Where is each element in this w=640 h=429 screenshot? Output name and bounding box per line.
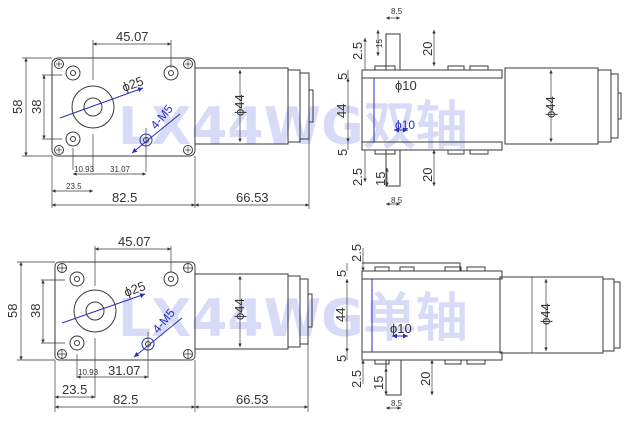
svg-text:15: 15 [371,376,386,390]
output-hub-icon [73,289,117,333]
svg-text:45.07: 45.07 [116,29,149,44]
svg-text:ϕ44: ϕ44 [232,94,247,116]
svg-text:5: 5 [334,270,349,277]
svg-text:8.5: 8.5 [391,196,403,205]
svg-text:44: 44 [333,308,348,322]
svg-text:23.5: 23.5 [62,382,87,397]
svg-text:31.07: 31.07 [110,165,131,174]
svg-text:5: 5 [335,149,350,156]
svg-text:44: 44 [334,104,349,118]
corner-screw-icon [57,263,193,359]
svg-text:38: 38 [29,100,44,114]
svg-text:31.07: 31.07 [108,363,141,378]
svg-text:ϕ44: ϕ44 [543,96,558,118]
svg-text:10.93: 10.93 [78,368,99,377]
svg-text:ϕ44: ϕ44 [232,298,247,320]
gearbox-front-view [51,40,196,172]
svg-text:2.5: 2.5 [349,244,364,262]
svg-text:20: 20 [418,372,433,386]
mounting-hole-icon [69,271,179,351]
svg-text:82.5: 82.5 [112,190,137,205]
svg-text:15: 15 [373,172,388,186]
front-view-dimensions: 45.07 58 38 ϕ25 4-M5 10.93 31.07 23.5 82… [5,234,196,412]
front-view-dimensions: 45.07 58 38 ϕ25 4-M5 10.93 31.07 23.5 82… [10,29,196,208]
svg-text:66.53: 66.53 [236,190,269,205]
output-hub-icon [71,85,115,129]
motor-body-view: ϕ44 66.53 [194,67,314,209]
output-shaft-icon [385,359,402,396]
watermark-text: LX44WG单轴 [118,289,468,349]
svg-text:8.5: 8.5 [391,399,403,408]
svg-text:20: 20 [420,168,435,182]
side-view-dimensions: 8.5 15 20 2.5 5 44 5 2.5 ϕ10 ϕ10 15 20 8… [334,7,436,206]
svg-text:66.53: 66.53 [236,392,269,407]
top-shaft-icon [385,33,401,71]
single-shaft-drawing: LX44WG单轴 45.07 [5,234,621,412]
svg-text:10.93: 10.93 [74,165,95,174]
svg-text:ϕ10: ϕ10 [390,321,412,336]
dual-shaft-drawing: LX44WG双轴 [10,7,622,209]
svg-text:ϕ10: ϕ10 [395,78,417,93]
svg-text:15: 15 [375,39,384,48]
svg-text:ϕ25: ϕ25 [120,73,146,95]
dual-shaft-side-view: ϕ44 [361,33,622,187]
svg-text:45.07: 45.07 [118,234,151,249]
svg-text:82.5: 82.5 [113,392,138,407]
watermark-text: LX44WG双轴 [118,97,468,157]
svg-text:2.5: 2.5 [349,370,364,388]
motor-body-view: ϕ44 66.53 [194,273,313,412]
svg-text:58: 58 [10,100,25,114]
svg-text:ϕ44: ϕ44 [538,303,553,325]
svg-text:23.5: 23.5 [66,182,82,191]
svg-text:20: 20 [420,42,435,56]
svg-text:ϕ25: ϕ25 [122,278,148,300]
svg-text:38: 38 [28,304,43,318]
svg-text:2.5: 2.5 [350,168,365,186]
svg-text:5: 5 [334,355,349,362]
svg-text:2.5: 2.5 [350,42,365,60]
svg-text:58: 58 [5,304,20,318]
single-shaft-side-view: ϕ44 [361,262,621,396]
corner-screw-icon [54,59,193,155]
svg-text:8.5: 8.5 [391,7,403,16]
side-view-dimensions: 2.5 5 44 5 2.5 ϕ10 15 20 8.5 [333,244,434,410]
svg-text:5: 5 [335,73,350,80]
svg-text:ϕ10: ϕ10 [395,118,415,132]
